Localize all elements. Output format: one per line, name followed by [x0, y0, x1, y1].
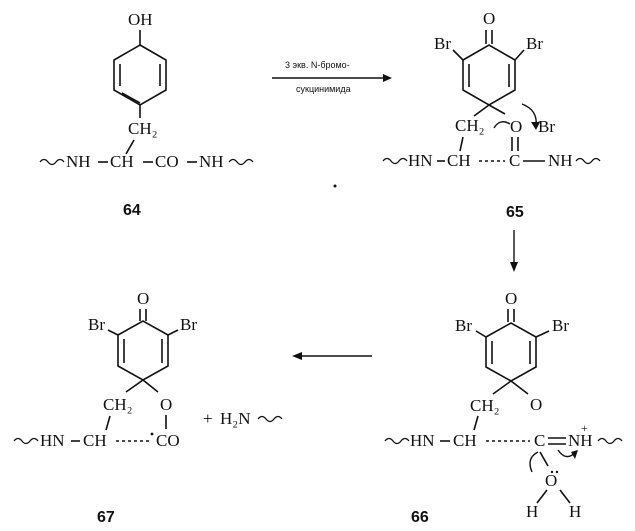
radical-dot	[150, 432, 154, 436]
ch-label: CH	[110, 152, 134, 171]
ch2-label: CH₂	[103, 395, 133, 414]
ring-o-label: O	[530, 395, 542, 414]
arrow-head-1	[383, 74, 392, 82]
water-o-label: O	[545, 471, 557, 490]
ch2-to-ch-bond	[105, 415, 111, 431]
co-label: CO	[156, 431, 180, 450]
lone-pair-dot-1	[550, 470, 554, 474]
br-right-label: Br	[552, 316, 569, 335]
curly-arrow-o	[493, 121, 511, 129]
ketone-o-label: O	[505, 289, 517, 308]
ring-to-ch2-bond	[473, 104, 490, 117]
chain-wave-left	[382, 157, 408, 165]
h-left-label: H	[526, 502, 538, 521]
compound-number-67: 67	[97, 509, 115, 526]
br-right-bond	[514, 49, 525, 61]
co-label: CO	[155, 152, 179, 171]
reaction-arrow-1: 3 экв. N-бромо- сукцинимида	[272, 60, 392, 94]
br-left-bond	[107, 329, 119, 336]
compound-number-65: 65	[506, 204, 524, 221]
dienone-ring	[462, 44, 516, 106]
dienone-ring	[485, 322, 537, 382]
o-h-right-bond	[559, 489, 571, 504]
c-o-water-bond	[539, 451, 549, 467]
curly-arrow-water	[529, 451, 539, 473]
ch2-label: CH₂	[128, 119, 158, 138]
chain-wave-right	[597, 437, 623, 445]
ch2-label: CH₂	[470, 396, 500, 415]
br-leaving-label: Br	[538, 117, 555, 136]
h-right-label: H	[569, 502, 581, 521]
chain-wave-left	[39, 158, 65, 166]
br-left-label: Br	[88, 315, 105, 334]
lone-pair-dot-2	[555, 470, 559, 474]
curly-arrow-pi-head	[571, 450, 578, 459]
chain-wave-left	[384, 437, 410, 445]
br-left-bond	[475, 330, 487, 338]
nh-left-label: NH	[66, 152, 91, 171]
ring-to-ch2-bond	[492, 380, 512, 395]
h2n-wave	[257, 415, 283, 423]
h2n-label: H₂N	[220, 409, 250, 428]
compound-65: O Br Br Br CH₂ O HN CH C NH 65	[382, 9, 601, 221]
hn-label: HN	[40, 431, 65, 450]
ring-to-o-bond	[510, 380, 529, 395]
hn-label: HN	[408, 151, 433, 170]
ch2-to-ch-bond	[459, 136, 464, 152]
br-left-label: Br	[434, 34, 451, 53]
compound-66: O Br Br O CH₂ HN CH C NH + O H H	[384, 289, 623, 526]
curly-arrow-br-head	[531, 122, 540, 130]
ketone-o-label: O	[137, 289, 149, 308]
reaction-arrow-2	[510, 230, 518, 272]
nh-plus-label: NH	[568, 431, 593, 450]
nh-right-label: NH	[199, 152, 224, 171]
ipso-br-bond	[488, 104, 506, 115]
reaction-arrow-3	[292, 352, 372, 360]
ch-label: CH	[83, 431, 107, 450]
arrow-head-2	[510, 262, 518, 272]
chain-wave-left	[13, 437, 39, 445]
ring-o-label: O	[160, 395, 172, 414]
c-label: C	[509, 151, 520, 170]
hydroxyl-label: OH	[128, 10, 153, 29]
o-h-left-bond	[536, 489, 548, 504]
compound-67: O Br Br O CH₂ HN CH CO + H₂N 67	[13, 289, 283, 526]
br-right-label: Br	[180, 315, 197, 334]
compound-64: OH CH₂ NH CH CO NH 64	[39, 10, 254, 219]
chain-wave-right	[228, 158, 254, 166]
ring-to-ch2-bond	[125, 379, 144, 393]
br-left-label: Br	[455, 316, 472, 335]
ring-to-o-bond	[142, 379, 159, 393]
benzene-ring	[113, 44, 167, 106]
br-right-label: Br	[526, 34, 543, 53]
compound-number-64: 64	[123, 202, 141, 219]
compound-number-66: 66	[411, 509, 429, 526]
plus-sign: +	[203, 409, 213, 428]
br-right-bond	[167, 329, 179, 336]
hn-label: HN	[410, 431, 435, 450]
reagent-label-line1: 3 экв. N-бромо-	[285, 60, 350, 70]
br-right-bond	[535, 330, 550, 338]
ch2-to-ch-bond	[125, 139, 135, 155]
carbonyl-o-label: O	[510, 117, 522, 136]
nh-label: NH	[548, 151, 573, 170]
arrow-head-3	[292, 352, 302, 360]
reagent-label-line2: сукцинимида	[296, 84, 351, 94]
dienone-ring	[117, 320, 169, 381]
ch-label: CH	[447, 151, 471, 170]
ch-label: CH	[453, 431, 477, 450]
c-label: C	[534, 431, 545, 450]
ch2-to-ch-bond	[473, 415, 479, 431]
plus-charge-label: +	[581, 421, 588, 435]
ketone-o-label: O	[483, 9, 495, 28]
ch2-label: CH₂	[455, 116, 485, 135]
br-left-bond	[452, 49, 464, 61]
stray-dot	[333, 184, 337, 188]
chain-wave-right	[575, 157, 601, 165]
benzene-inner-double-3	[121, 92, 141, 104]
